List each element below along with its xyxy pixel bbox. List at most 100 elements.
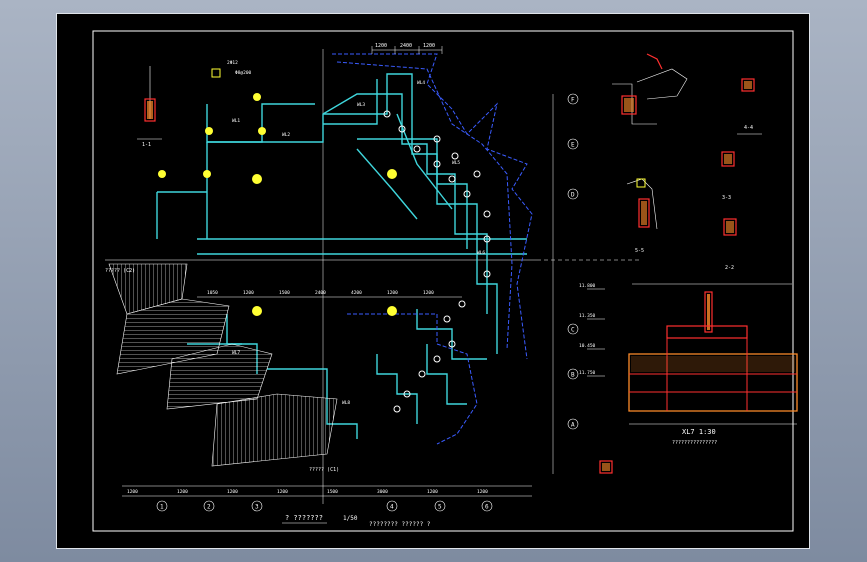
beam-tag: WL5 [452, 160, 460, 166]
dimension-value: 1500 [327, 489, 338, 495]
eave-outline [332, 53, 533, 445]
connection-node [413, 145, 421, 153]
bottom-dimension-line [122, 485, 532, 497]
connection-node [483, 210, 491, 218]
beam-tag: WL7 [232, 350, 240, 356]
detail-bottom-right [599, 460, 613, 474]
detail-small-col [211, 68, 221, 78]
side-elevation-marks [587, 288, 605, 377]
grid-bubble-label: A [571, 422, 575, 429]
column [252, 174, 262, 184]
connection-node [403, 390, 411, 398]
detail-1-1 [137, 66, 162, 140]
grid-bubble-label: 1 [160, 504, 164, 511]
beam-tag: WL4 [417, 80, 425, 86]
grid-bubble [251, 500, 263, 512]
connection-node [473, 170, 481, 178]
rebar-note: 2Φ12 [227, 60, 238, 66]
grid-bubble-label: B [571, 372, 575, 379]
connection-node [433, 355, 441, 363]
connection-node [448, 175, 456, 183]
grid-bubble-label: 6 [485, 504, 489, 511]
elevation-subtitle: ??????????????? [672, 440, 717, 446]
top-dim-3: 1200 [423, 43, 435, 49]
beam-line [376, 354, 418, 424]
beam-tag: WL2 [282, 132, 290, 138]
beam-line [357, 138, 468, 249]
beam-line [157, 142, 208, 239]
column [253, 93, 261, 101]
dimension-value: 1200 [277, 489, 288, 495]
grid-bubble [203, 500, 215, 512]
detail-5-5-label: 5-5 [635, 248, 644, 254]
detail-1-1-label: 1-1 [142, 142, 151, 148]
connection-node [433, 160, 441, 168]
dimension-value: 1200 [427, 489, 438, 495]
connection-node [483, 235, 491, 243]
dimension-value: 1200 [227, 489, 238, 495]
connection-node [418, 370, 426, 378]
plan-axis-lines [105, 49, 642, 504]
detail-4-4-label: 4-4 [744, 125, 753, 131]
column-markers [158, 93, 397, 316]
detail-3-3-label: 3-3 [722, 195, 731, 201]
grid-bubble [567, 138, 579, 150]
grid-bubble-label: 3 [255, 504, 259, 511]
eave-dashed-line [332, 53, 533, 360]
beam-line [416, 309, 487, 360]
column [203, 170, 211, 178]
dimension-value: 1200 [127, 489, 138, 495]
grid-bubble [567, 368, 579, 380]
elev-4: 11.750 [579, 370, 596, 376]
top-dim-2: 2400 [400, 43, 412, 49]
elev-1: 11.800 [579, 283, 596, 289]
column [387, 169, 397, 179]
grid-bubble-label: C [571, 327, 575, 334]
beam-line [387, 93, 488, 314]
dimension-value: 1200 [387, 290, 398, 296]
roof-hatch-area [108, 263, 338, 467]
detail-2-2-label: 2-2 [725, 265, 734, 271]
eave-dashed-line [336, 61, 513, 350]
grid-bubble [386, 500, 398, 512]
top-dimension-line [371, 46, 443, 54]
grid-bubble-label: F [571, 97, 575, 104]
elev-3: 10.450 [579, 343, 596, 349]
grid-bubble-label: 2 [207, 504, 211, 511]
dimension-value: 1200 [477, 489, 488, 495]
label-c1: ????? (C1) [309, 467, 339, 473]
grid-bubble-label: 5 [438, 504, 442, 511]
grid-bubble [434, 500, 446, 512]
connection-node [458, 300, 466, 308]
plan-title: ? ??????? [285, 514, 323, 522]
beam-line [426, 344, 467, 405]
beam-line [323, 79, 453, 210]
column [258, 127, 266, 135]
elev-2: 11.350 [579, 313, 596, 319]
connection-node [483, 270, 491, 278]
beam-network [156, 73, 527, 439]
grid-bubble [567, 418, 579, 430]
grid-bubble [567, 323, 579, 335]
dimension-value: 1200 [423, 290, 434, 296]
column [387, 306, 397, 316]
grid-bubble [481, 500, 493, 512]
top-dim-1: 1200 [375, 43, 387, 49]
column [205, 127, 213, 135]
elevation-title: XL7 1:30 [682, 428, 716, 436]
beam-tag: WL8 [342, 400, 350, 406]
stirrup-note: Φ8@200 [235, 70, 252, 76]
grid-bubble-label: D [571, 192, 575, 199]
grid-bubble [567, 93, 579, 105]
connection-node [448, 340, 456, 348]
beam-line [207, 93, 387, 143]
dimension-value: 1200 [243, 290, 254, 296]
beam-tag: WL3 [357, 102, 365, 108]
